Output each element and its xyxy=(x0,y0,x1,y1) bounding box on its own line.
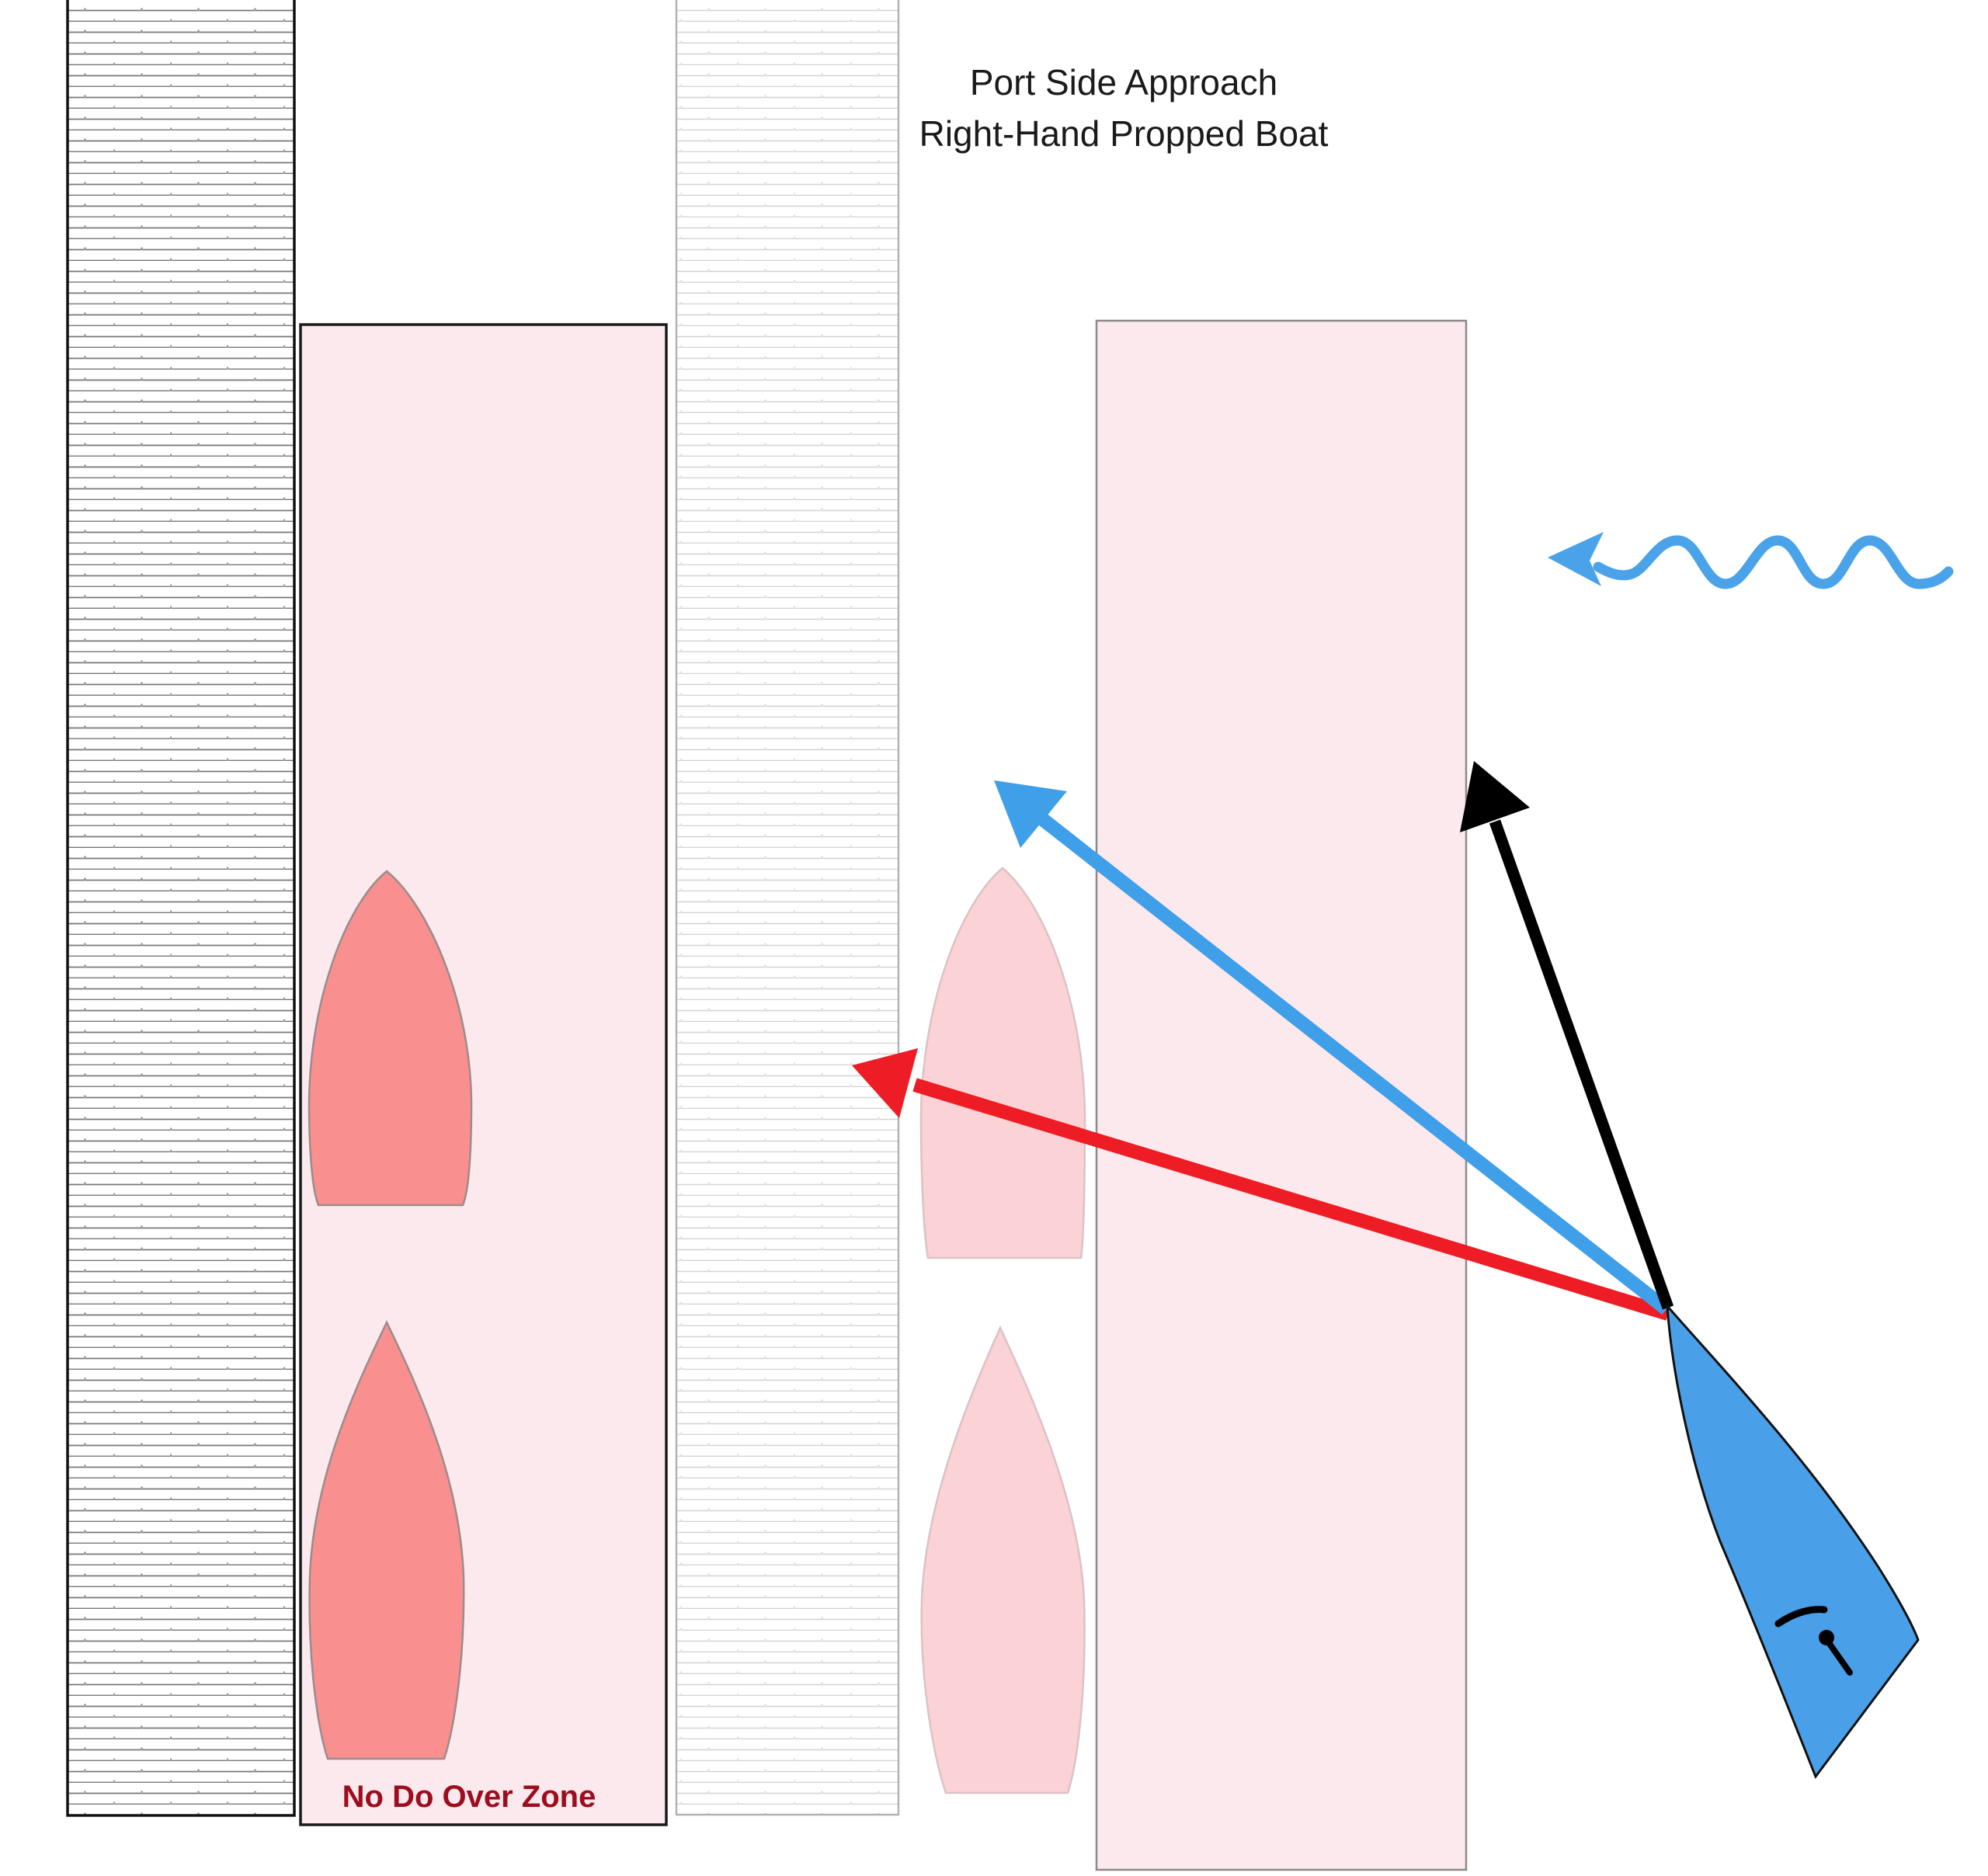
target-slip-zone xyxy=(1097,321,1466,1870)
moored-boat-red-1-outline xyxy=(308,870,473,1207)
no-do-over-zone-label: No Do Over Zone xyxy=(342,1780,596,1814)
moored-boat-red-1 xyxy=(309,871,471,1205)
red-path-arrowhead xyxy=(852,1048,918,1118)
dock-left xyxy=(66,0,296,1817)
ghost-boat-2-outline xyxy=(920,1325,1086,1794)
moored-boat-red-2-outline xyxy=(308,1320,465,1760)
no-do-over-zone-border xyxy=(299,323,668,1826)
ghost-boat-1 xyxy=(921,868,1085,1258)
title-line-2: Right-Hand Propped Boat xyxy=(919,113,1329,154)
blue-path-line xyxy=(1036,811,1671,1315)
red-path-line xyxy=(912,1078,1670,1321)
blue-path-arrowhead xyxy=(994,780,1067,848)
ghost-boat-1-outline xyxy=(919,867,1086,1259)
approaching-boat xyxy=(1666,1302,1920,1780)
black-path-line xyxy=(1489,819,1674,1310)
boat-rudder-stick xyxy=(1826,1641,1853,1676)
target-slip-zone-border xyxy=(1095,319,1468,1871)
wind-wave-arrowhead xyxy=(1548,532,1604,586)
wind-wave-arrow xyxy=(1548,532,1954,589)
ghost-boat-2 xyxy=(921,1328,1085,1793)
moored-boat-red-2 xyxy=(309,1322,464,1759)
title-line-1: Port Side Approach xyxy=(970,62,1277,102)
blue-path-arrow xyxy=(994,780,1671,1315)
black-path-arrowhead xyxy=(1460,761,1530,832)
dock-middle xyxy=(675,0,900,1816)
approaching-boat-hull xyxy=(1667,1306,1918,1777)
red-path-arrow xyxy=(852,1048,1670,1321)
boat-tiller-line xyxy=(1774,1606,1828,1628)
wind-wave-line xyxy=(1593,535,1954,589)
approaching-boat-outline xyxy=(1666,1302,1920,1780)
black-path-arrow xyxy=(1460,761,1674,1310)
diagram-title: Port Side Approach Right-Hand Propped Bo… xyxy=(919,62,1329,154)
